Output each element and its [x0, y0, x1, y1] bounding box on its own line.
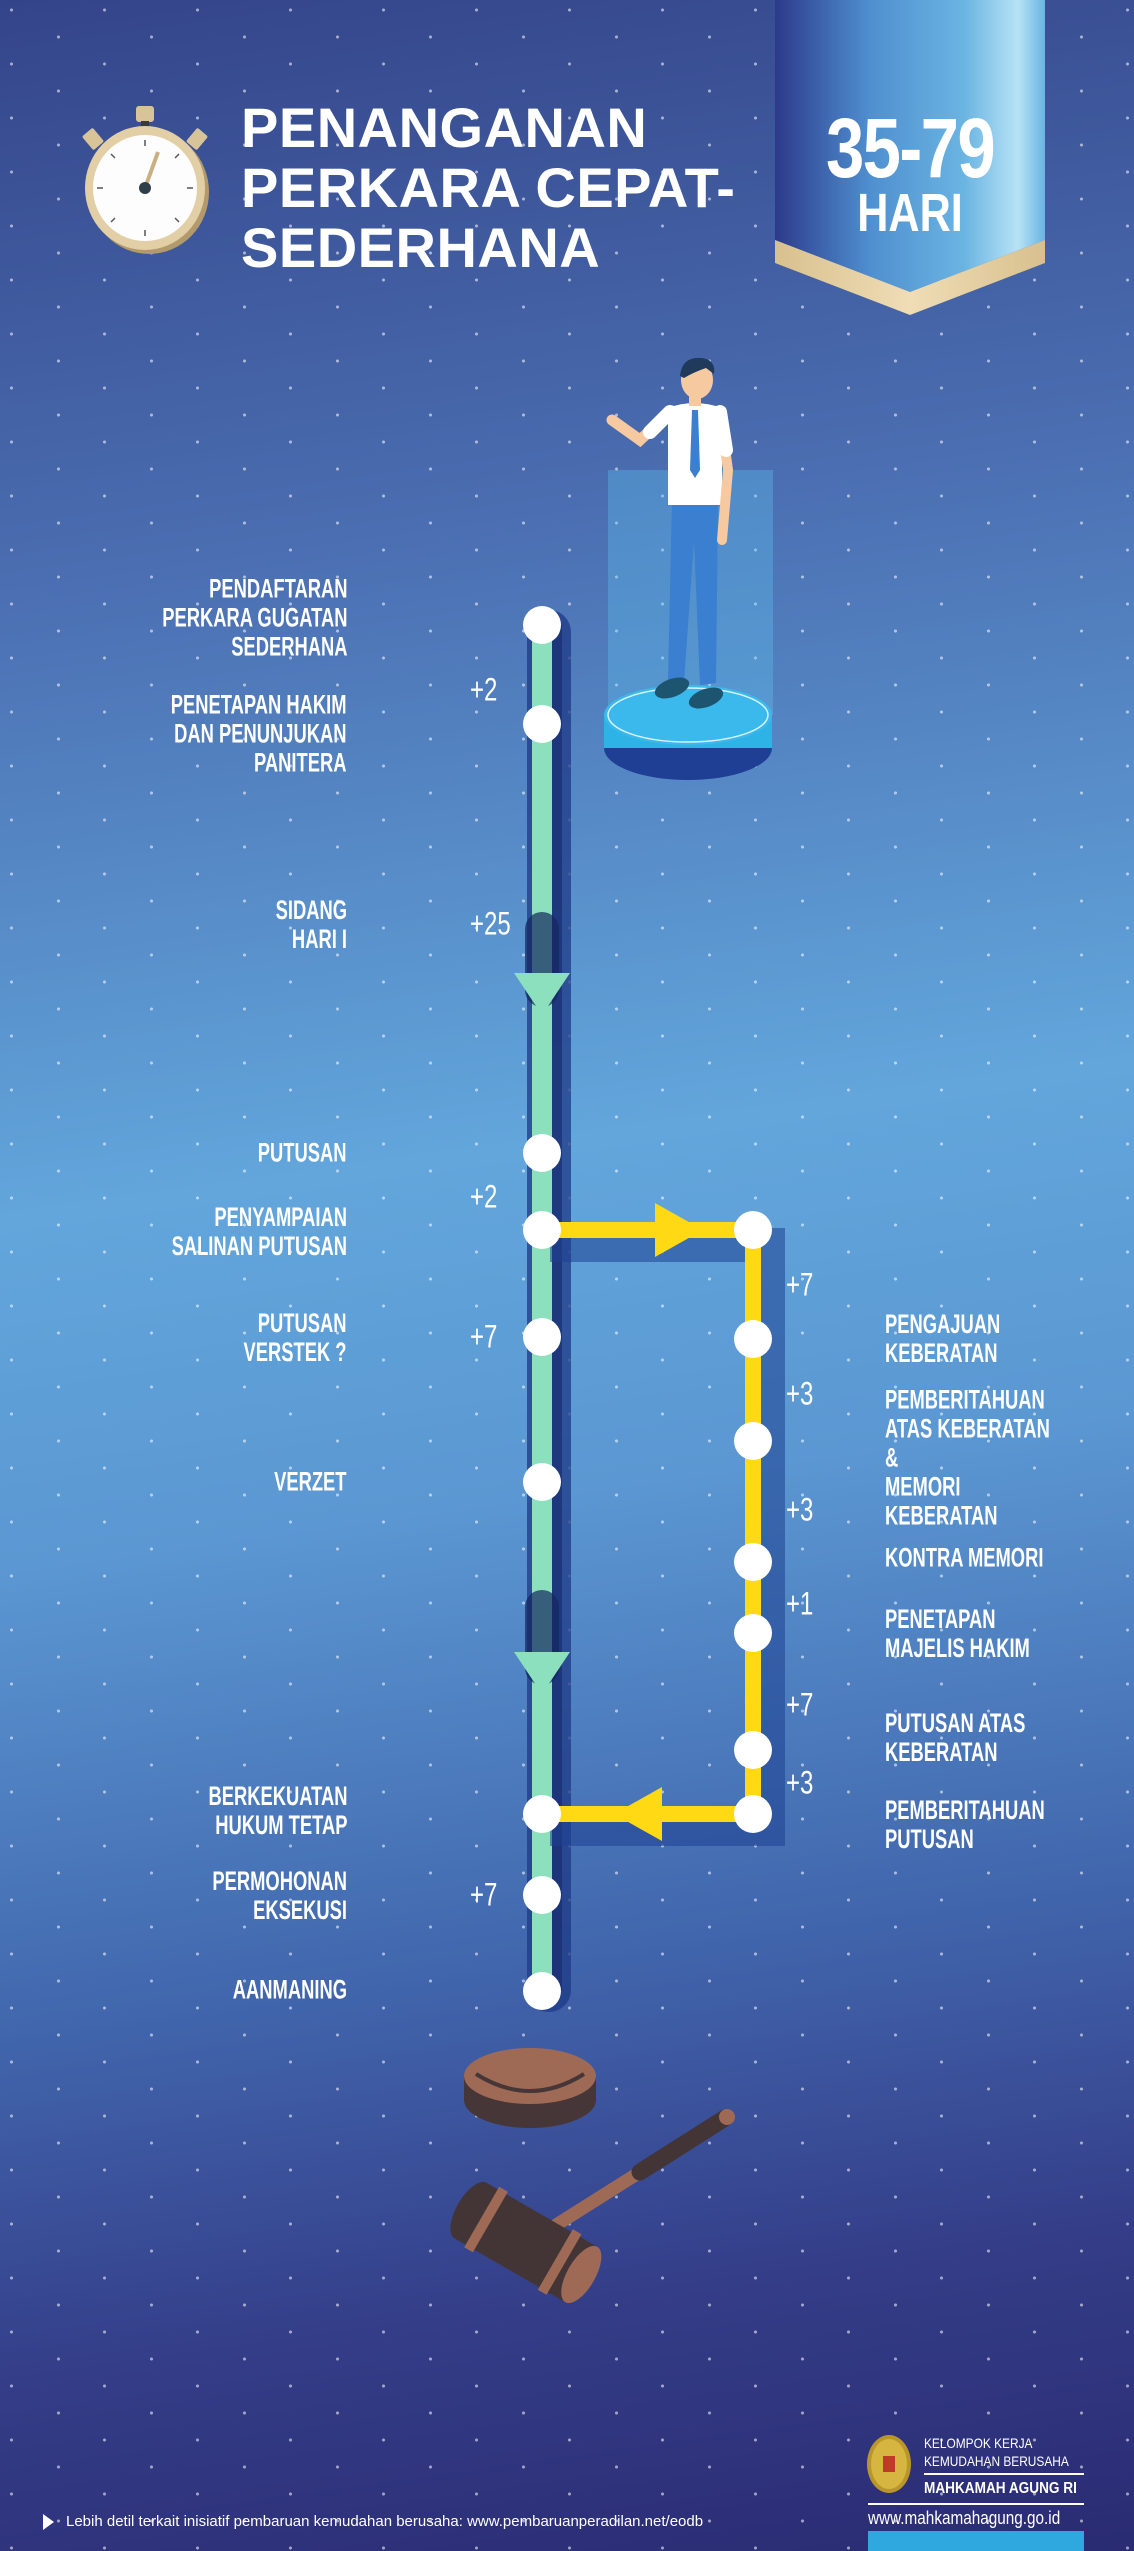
- step-days: +7: [786, 1686, 814, 1723]
- connector-lines: [357, 624, 860, 1992]
- step-days: +3: [786, 1375, 814, 1412]
- step-label: PENGAJUAN KEBERATAN: [885, 1309, 1001, 1368]
- step-node: [734, 1422, 772, 1460]
- step-label: AANMANING: [232, 1974, 347, 2005]
- step-label: PUTUSAN ATAS KEBERATAN: [885, 1708, 1026, 1767]
- step-node: [523, 606, 561, 644]
- step-label: PERMOHONAN EKSEKUSI: [212, 1866, 347, 1925]
- step-node: [734, 1731, 772, 1769]
- step-days: +2: [470, 671, 498, 708]
- step-node: [523, 705, 561, 743]
- duration-value: 35-79: [826, 101, 996, 195]
- step-label: SIDANG HARI I: [275, 895, 347, 954]
- arrow-down-icon: [514, 912, 570, 1015]
- step-label: PUTUSAN VERSTEK ?: [243, 1308, 347, 1367]
- arrow-right-icon: [655, 1203, 703, 1257]
- mahkamah-agung-seal-logo: [867, 2435, 911, 2493]
- step-node: [734, 1211, 772, 1249]
- step-label: KONTRA MEMORI: [885, 1542, 1044, 1573]
- step-label: PEMBERITAHUAN ATAS KEBERATAN & MEMORI KE…: [885, 1384, 1050, 1531]
- step-label: PENETAPAN HAKIM DAN PENUNJUKAN PANITERA: [171, 689, 347, 778]
- play-triangle-icon: [43, 2514, 54, 2531]
- step-node: [523, 1876, 561, 1914]
- footer-note-text[interactable]: Lebih detil terkait inisiatif pembaruan …: [66, 2513, 704, 2530]
- step-node: [734, 1614, 772, 1652]
- org-line-2: KEMUDAHAN BERUSAHA: [924, 2453, 1069, 2469]
- step-label: BERKEKUATAN HUKUM TETAP: [207, 1781, 347, 1840]
- step-node: [523, 1795, 561, 1833]
- step-node: [734, 1320, 772, 1358]
- step-days: +3: [786, 1764, 814, 1801]
- step-label: PUTUSAN: [258, 1137, 347, 1168]
- step-days: +7: [786, 1266, 814, 1303]
- objection-track: [542, 1222, 785, 1846]
- step-days: +2: [470, 1178, 498, 1215]
- step-days: +1: [786, 1585, 814, 1622]
- person-illustration: [604, 357, 773, 780]
- step-node: [523, 1134, 561, 1172]
- step-node: [734, 1795, 772, 1833]
- step-node: [734, 1543, 772, 1581]
- arrow-down-icon: [514, 1590, 570, 1694]
- step-label: PENYAMPAIAN SALINAN PUTUSAN: [171, 1202, 347, 1261]
- org-line-1: KELOMPOK KERJA: [924, 2435, 1033, 2451]
- divider: [868, 2503, 1084, 2505]
- step-label: VERZET: [274, 1466, 347, 1497]
- stopwatch-icon: [82, 106, 209, 254]
- website-link[interactable]: www.mahkamahagung.go.id: [868, 2508, 1061, 2528]
- divider: [924, 2473, 1084, 2475]
- step-node: [523, 1318, 561, 1356]
- duration-unit: HARI: [857, 183, 963, 243]
- step-node: [523, 1211, 561, 1249]
- step-label: PENDAFTARAN PERKARA GUGATAN SEDERHANA: [161, 573, 347, 662]
- step-label: PENETAPAN MAJELIS HAKIM: [885, 1604, 1030, 1663]
- step-days: +25: [470, 905, 511, 942]
- step-label: PEMBERITAHUAN PUTUSAN: [885, 1795, 1045, 1854]
- step-node: [523, 1972, 561, 2010]
- page-title: PENANGANAN PERKARA CEPAT- SEDERHANA: [241, 96, 736, 279]
- gavel-icon: [450, 2048, 735, 2304]
- step-days: +3: [786, 1491, 814, 1528]
- step-days: +7: [470, 1318, 498, 1355]
- step-node: [523, 1463, 561, 1501]
- arrow-left-icon: [614, 1787, 662, 1841]
- footer-accent-bar: [868, 2531, 1084, 2551]
- footer-note: Lebih detil terkait inisiatif pembaruan …: [43, 2513, 704, 2531]
- duration-ribbon: [775, 0, 1045, 315]
- step-days: +7: [470, 1876, 498, 1913]
- org-name: MAHKAMAH AGUNG RI: [924, 2480, 1077, 2497]
